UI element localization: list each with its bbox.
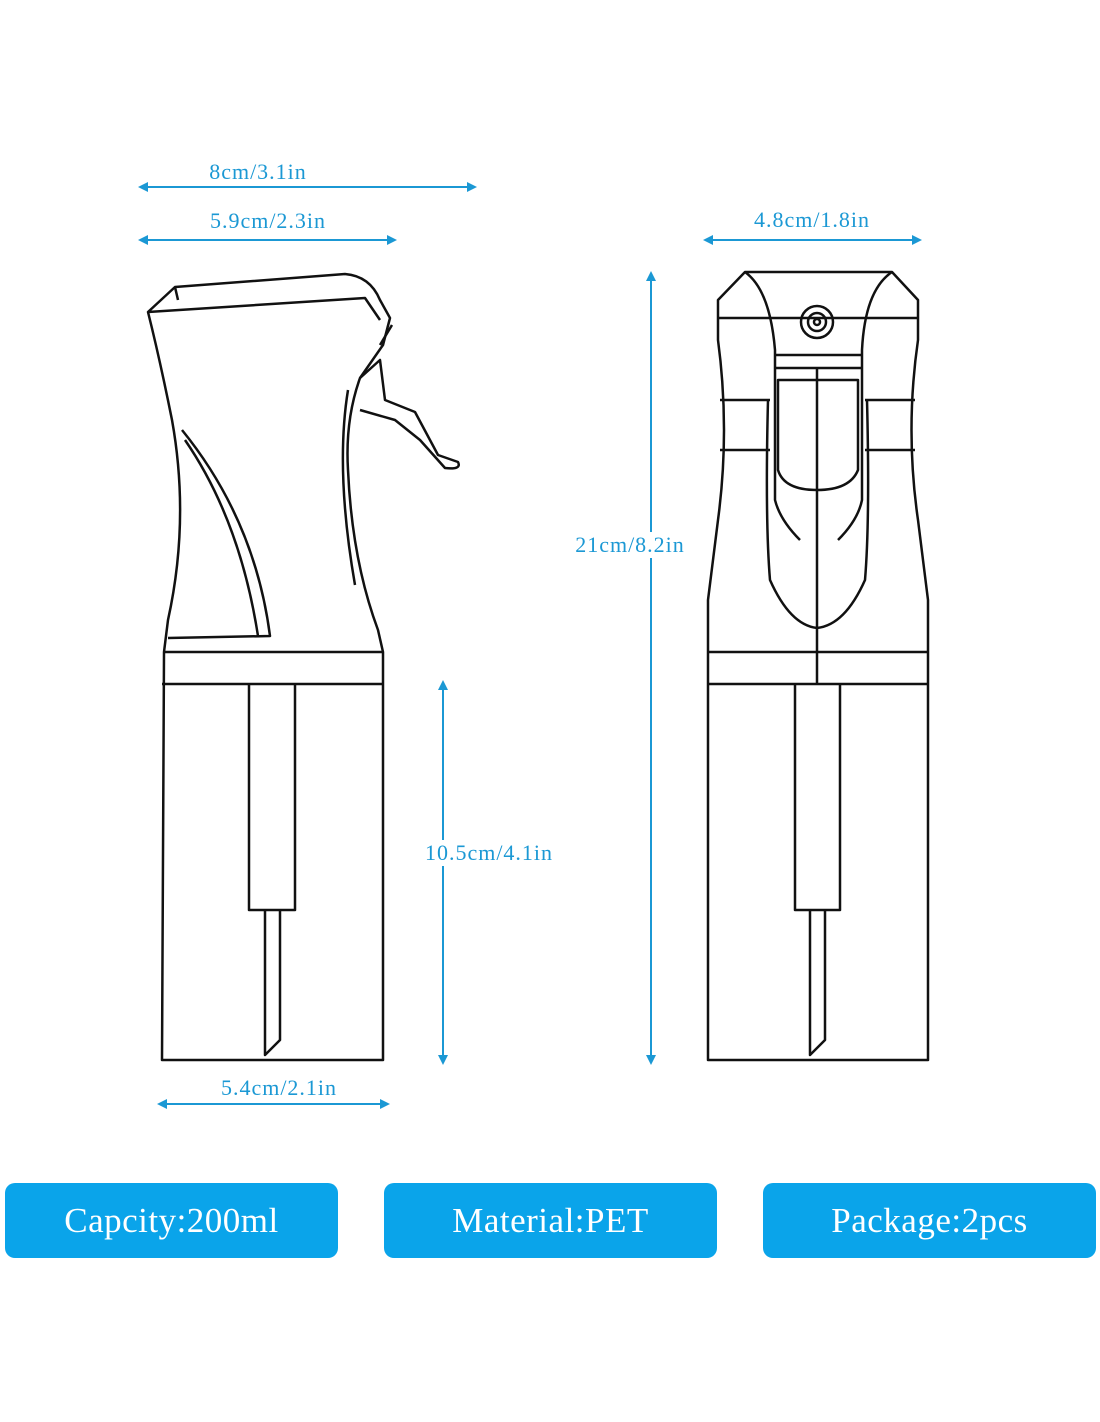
side-view-bottle xyxy=(146,272,460,1062)
label-total-height: 21cm/8.2in xyxy=(573,532,687,558)
front-view-bottle xyxy=(706,270,930,1062)
label-side-body-width: 5.9cm/2.3in xyxy=(207,208,329,234)
label-base-width: 5.4cm/2.1in xyxy=(218,1075,340,1101)
label-body-height: 10.5cm/4.1in xyxy=(422,840,556,866)
capacity-badge: Capcity:200ml xyxy=(5,1183,338,1258)
package-badge: Package:2pcs xyxy=(763,1183,1096,1258)
material-badge: Material:PET xyxy=(384,1183,717,1258)
label-front-width: 4.8cm/1.8in xyxy=(751,207,873,233)
label-side-total-width: 8cm/3.1in xyxy=(207,159,309,185)
